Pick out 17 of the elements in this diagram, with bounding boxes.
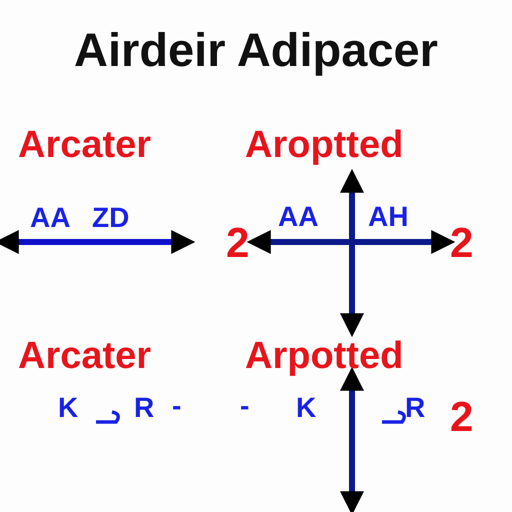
- axis-label: R: [134, 394, 154, 422]
- number-label: 2: [450, 222, 474, 264]
- number-label: 2: [226, 222, 250, 264]
- axis-label: R: [405, 394, 426, 422]
- heading-label: Arcater: [18, 126, 152, 164]
- heading-label: Arcater: [18, 337, 152, 375]
- axis-label: -: [172, 392, 182, 420]
- axis-label: K: [58, 394, 78, 422]
- axis-label: AA: [278, 203, 318, 231]
- axis-label: K: [296, 394, 316, 422]
- heading-label: Aroptted: [245, 126, 404, 164]
- axis-label: ZD: [92, 204, 130, 232]
- axis-label: -: [240, 392, 250, 420]
- number-label: 2: [450, 396, 474, 438]
- axis-label: AH: [368, 203, 408, 231]
- axis-label: AA: [30, 204, 70, 232]
- heading-label: Arpotted: [245, 337, 404, 375]
